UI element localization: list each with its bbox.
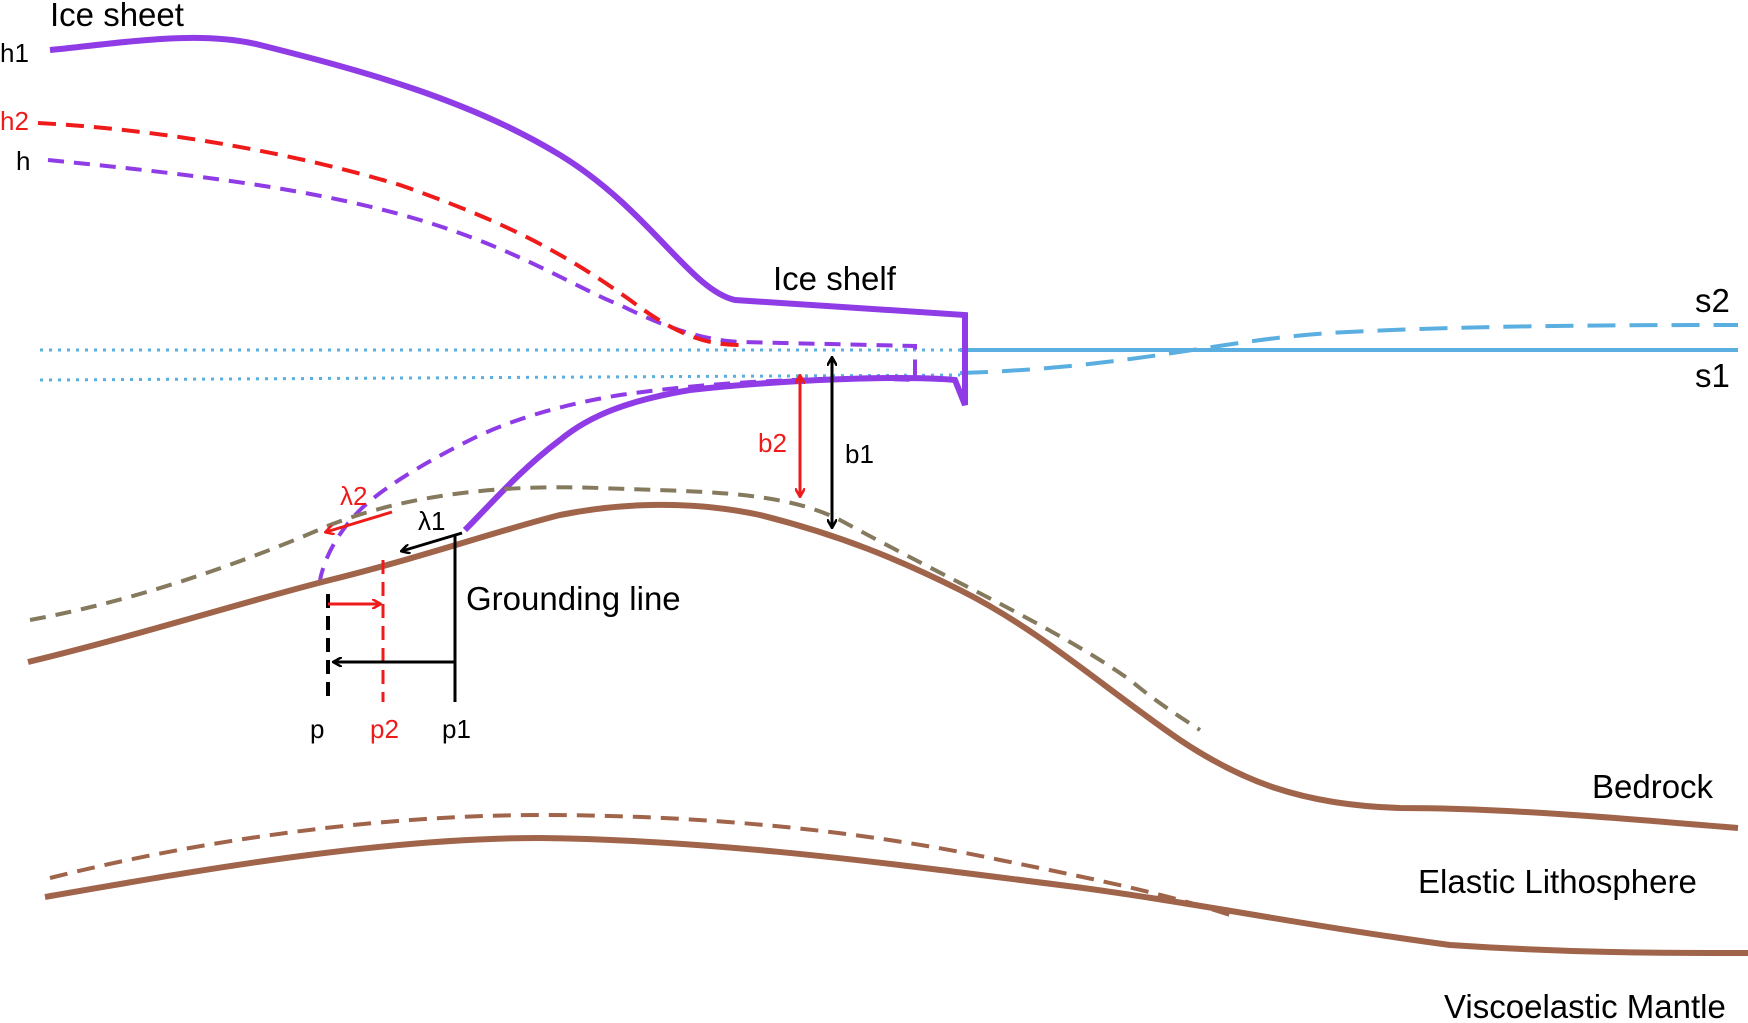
lambda2-label: λ2 <box>340 481 367 511</box>
b1-label: b1 <box>845 439 874 469</box>
p1-label: p1 <box>442 714 471 744</box>
ice-surface-h-dashed-line <box>47 158 917 383</box>
bedrock-line <box>27 501 1739 831</box>
elastic-lithosphere-dashed-line <box>49 812 1231 917</box>
lambda2-arrow <box>326 510 393 532</box>
grounding-line-label: Grounding line <box>466 580 681 617</box>
b2-label: b2 <box>758 428 787 458</box>
bedrock-label: Bedrock <box>1592 768 1714 805</box>
ice-sheet-label: Ice sheet <box>50 0 184 33</box>
ice-base-dashed-line <box>318 376 861 581</box>
p2-label: p2 <box>370 714 399 744</box>
lambda1-arrow <box>402 531 463 551</box>
sea-level-s2-dashed-line <box>959 323 1739 375</box>
s2-label: s2 <box>1695 282 1730 319</box>
elastic-lithosphere-label: Elastic Lithosphere <box>1418 863 1697 900</box>
h1-label: h1 <box>0 38 29 68</box>
bedrock-dashed-line <box>29 485 1202 732</box>
s1-label: s1 <box>1695 357 1730 394</box>
p-label: p <box>310 714 324 744</box>
viscoelastic-mantle-label: Viscoelastic Mantle <box>1444 988 1726 1023</box>
h-label: h <box>16 146 30 176</box>
ice-surface-h1-line <box>49 34 968 533</box>
elastic-lithosphere-line <box>44 834 1748 956</box>
sea-level-s2-dotted-line <box>39 373 961 382</box>
h2-label: h2 <box>0 106 29 136</box>
lambda1-label: λ1 <box>418 506 445 536</box>
ice-shelf-label: Ice shelf <box>773 260 897 297</box>
